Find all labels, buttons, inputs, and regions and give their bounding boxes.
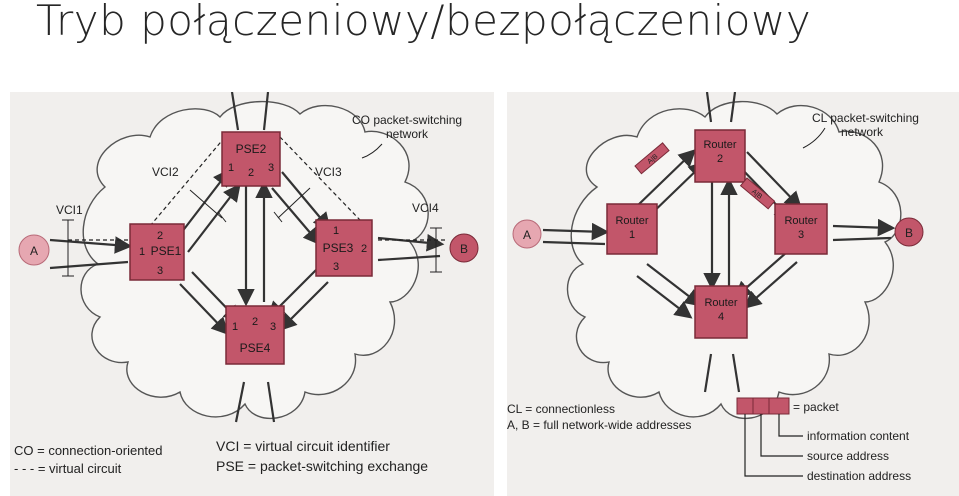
- host-a: A: [18, 234, 50, 266]
- svg-text:3: 3: [798, 229, 804, 241]
- vci3-label: VCI3: [315, 165, 342, 179]
- packet-in-transit-2: A|B: [739, 177, 776, 210]
- legend-pse: PSE = packet-switching exchange: [216, 458, 428, 474]
- legend-dst: destination address: [807, 469, 911, 483]
- svg-text:A: A: [30, 244, 38, 258]
- cl-diagram-panel: Router 1 Router 2 Router 3 Router 4 A B: [507, 92, 959, 496]
- router1-node: Router 1: [606, 203, 658, 255]
- svg-text:A: A: [523, 228, 531, 242]
- svg-text:1: 1: [232, 321, 238, 333]
- router3-node: Router 3: [774, 203, 828, 255]
- legend-src: source address: [807, 449, 889, 463]
- packet-legend-icon: [736, 397, 790, 415]
- legend-info: information content: [807, 429, 910, 443]
- svg-text:4: 4: [718, 311, 724, 323]
- svg-text:PSE2: PSE2: [236, 142, 267, 156]
- legend-co: CO = connection-oriented: [14, 443, 163, 458]
- router4-node: Router 4: [694, 285, 748, 339]
- pse2-node: PSE2 1 2 3: [221, 131, 281, 187]
- svg-text:3: 3: [157, 265, 163, 277]
- network-cloud: [566, 100, 902, 420]
- svg-text:Router: Router: [704, 297, 737, 309]
- co-diagram-panel: 2 1 PSE1 3 PSE2 1 2 3 1 PSE3 2 3 1 2 3 P…: [10, 92, 494, 496]
- svg-text:PSE4: PSE4: [240, 341, 271, 355]
- pse4-node: 1 2 3 PSE4: [225, 305, 285, 365]
- router2-node: Router 2: [694, 129, 746, 183]
- svg-text:1: 1: [139, 246, 145, 258]
- svg-text:Router: Router: [615, 215, 648, 227]
- network-cloud: [80, 100, 429, 419]
- vci4-label: VCI4: [412, 201, 439, 215]
- legend-vc: - - - = virtual circuit: [14, 461, 122, 476]
- svg-text:B: B: [905, 226, 913, 240]
- legend-packet: = packet: [793, 400, 839, 414]
- vci1-label: VCI1: [56, 203, 83, 217]
- svg-text:1: 1: [629, 229, 635, 241]
- svg-text:3: 3: [270, 321, 276, 333]
- pse1-node: 2 1 PSE1 3: [129, 223, 185, 281]
- pse3-node: 1 PSE3 2 3: [315, 219, 373, 277]
- host-b: B: [894, 217, 924, 247]
- svg-text:PSE1: PSE1: [151, 244, 182, 258]
- host-a: A: [512, 219, 542, 249]
- svg-text:B: B: [460, 242, 468, 256]
- cl-network-diagram: Router 1 Router 2 Router 3 Router 4 A B: [507, 92, 924, 483]
- trunk-lines: [49, 92, 445, 423]
- cloud-label-2: network: [841, 125, 884, 139]
- vci2-label: VCI2: [152, 165, 179, 179]
- svg-text:2: 2: [157, 230, 163, 242]
- svg-text:Router: Router: [784, 215, 817, 227]
- co-network-diagram: 2 1 PSE1 3 PSE2 1 2 3 1 PSE3 2 3 1 2 3 P…: [14, 92, 479, 476]
- page-title: Tryb połączeniowy/bezpołączeniowy: [36, 0, 812, 45]
- packet-legend-leaders: [744, 414, 803, 477]
- svg-text:1: 1: [333, 225, 339, 237]
- svg-text:Router: Router: [703, 139, 736, 151]
- svg-text:3: 3: [268, 162, 274, 174]
- cloud-pointer: [361, 143, 383, 159]
- legend-ab: A, B = full network-wide addresses: [507, 418, 691, 432]
- svg-text:PSE3: PSE3: [323, 241, 354, 255]
- svg-text:2: 2: [248, 167, 254, 179]
- svg-text:2: 2: [361, 243, 367, 255]
- svg-text:2: 2: [717, 153, 723, 165]
- cloud-pointer: [802, 127, 826, 149]
- svg-text:2: 2: [252, 316, 258, 328]
- svg-text:1: 1: [228, 162, 234, 174]
- svg-text:3: 3: [333, 261, 339, 273]
- legend-vci: VCI = virtual circuit identifier: [216, 438, 390, 454]
- legend-cl: CL = connectionless: [507, 402, 615, 416]
- vci-brackets: [62, 187, 442, 277]
- cloud-label: CL packet-switching: [812, 111, 919, 125]
- host-b: B: [449, 233, 479, 263]
- cloud-label-2: network: [386, 127, 429, 141]
- cloud-label: CO packet-switching: [352, 113, 462, 127]
